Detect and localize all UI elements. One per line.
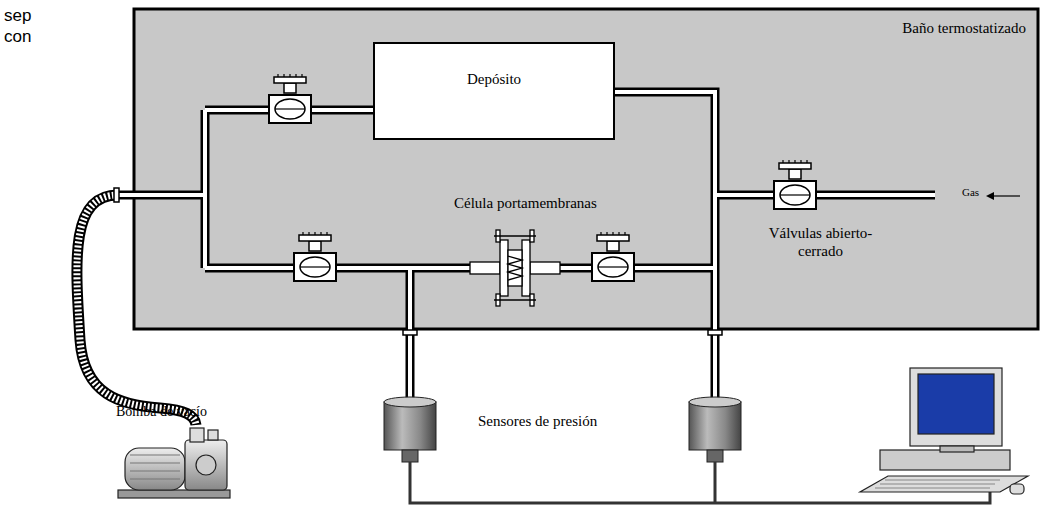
hose-coupling bbox=[114, 188, 119, 202]
pressure-sensor bbox=[384, 397, 436, 462]
hose-corrugation bbox=[77, 195, 196, 425]
valve-symbol bbox=[294, 232, 336, 281]
sensors-label: Sensores de presión bbox=[478, 412, 597, 430]
valves-label: Válvulas abierto-cerrado bbox=[768, 224, 873, 260]
pipe-coupling bbox=[708, 330, 722, 335]
vacuum-hose bbox=[77, 195, 196, 425]
pressure-sensor bbox=[689, 397, 741, 462]
valve-symbol bbox=[592, 232, 634, 281]
gas-label: Gas bbox=[962, 186, 979, 199]
bath-panel-node: Baño termostatizadoDepósito bbox=[133, 8, 1040, 330]
valve-symbol bbox=[774, 160, 816, 209]
node-title: Depósito bbox=[467, 70, 521, 88]
membrane-cell bbox=[470, 230, 560, 306]
cell-label: Célula portamembranas bbox=[454, 194, 597, 212]
node-title: Baño termostatizado bbox=[902, 19, 1026, 37]
gas-arrowhead bbox=[986, 192, 994, 200]
vacuum-pump bbox=[118, 428, 230, 498]
cropped-text: sep bbox=[4, 6, 31, 26]
cropped-text: con bbox=[4, 27, 31, 47]
computer bbox=[860, 368, 1028, 494]
pump-label: Bomba de vacío bbox=[116, 404, 207, 421]
bath-panel bbox=[134, 9, 1038, 329]
valve-symbol bbox=[269, 74, 311, 123]
reservoir-box: Depósito bbox=[373, 42, 615, 140]
pipe-coupling bbox=[403, 330, 417, 335]
